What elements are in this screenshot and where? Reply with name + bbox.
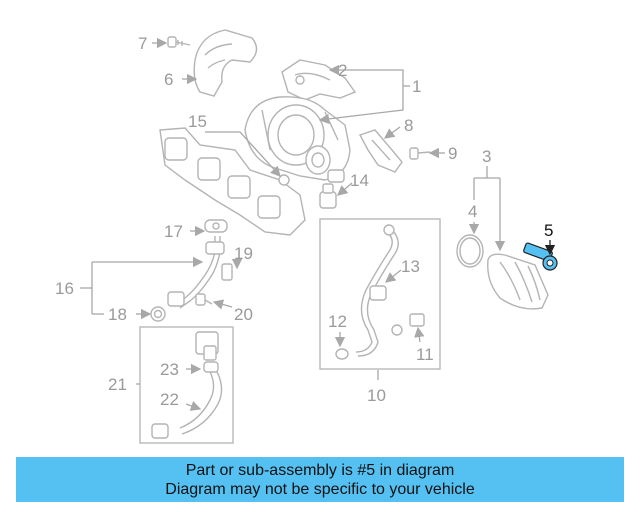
callout-8: 8 [404, 116, 413, 135]
banner-line-1: Part or sub-assembly is #5 in diagram [185, 461, 455, 479]
callout-5-highlighted[interactable]: 5 [544, 221, 553, 240]
callout-17: 17 [164, 222, 183, 241]
callout-21: 21 [108, 375, 127, 394]
callout-6: 6 [164, 70, 173, 89]
part-14-fitting [319, 183, 337, 209]
part-1-turbocharger [244, 96, 351, 183]
callout-2: 2 [338, 61, 347, 80]
callout-10: 10 [367, 386, 386, 405]
info-banner: Part or sub-assembly is #5 in diagram Di… [16, 457, 624, 502]
part-16-oil-line [167, 236, 225, 309]
callout-13: 13 [401, 257, 420, 276]
exhaust-manifold [159, 127, 306, 236]
callout-14: 14 [350, 171, 369, 190]
callout-22: 22 [160, 390, 179, 409]
group-box-21 [139, 326, 234, 444]
part-8-bracket [358, 129, 403, 173]
callout-4: 4 [468, 202, 477, 221]
part-17-gasket [204, 219, 228, 233]
callout-15: 15 [188, 112, 207, 131]
callout-1: 1 [412, 77, 421, 96]
callout-9: 9 [448, 144, 457, 163]
part-9-bolt [409, 147, 431, 160]
callout-23: 23 [160, 360, 179, 379]
parts-diagram: 7 6 2 1 15 8 9 3 14 4 5 17 19 13 16 18 2… [55, 29, 558, 444]
part-19-banjo-bolt [221, 263, 233, 281]
part-12-seal [335, 348, 349, 360]
part-7-bolt [167, 36, 191, 48]
callout-3: 3 [482, 147, 491, 166]
part-3-catalytic-converter [487, 253, 549, 310]
part-4-gasket [456, 234, 484, 268]
part-5-bolt-highlighted[interactable] [523, 242, 558, 271]
callout-18: 18 [108, 305, 127, 324]
group-box-10 [319, 218, 441, 370]
banner-line-2: Diagram may not be specific to your vehi… [165, 480, 475, 498]
part-13-clip [369, 285, 387, 301]
part-2-heat-shield [281, 59, 357, 101]
part-23-clamp [195, 331, 219, 361]
callout-12: 12 [328, 312, 347, 331]
callout-20: 20 [234, 305, 253, 324]
part-22-hose [151, 361, 223, 439]
part-18-washer [150, 306, 166, 322]
callout-19: 19 [234, 244, 253, 263]
part-6-heat-shield [193, 29, 258, 97]
leader-lines [80, 37, 556, 411]
part-20-bolt [195, 293, 213, 306]
callout-11: 11 [416, 345, 434, 364]
callout-7: 7 [138, 34, 147, 53]
part-11-bolt [391, 313, 425, 336]
callout-16: 16 [55, 279, 74, 298]
